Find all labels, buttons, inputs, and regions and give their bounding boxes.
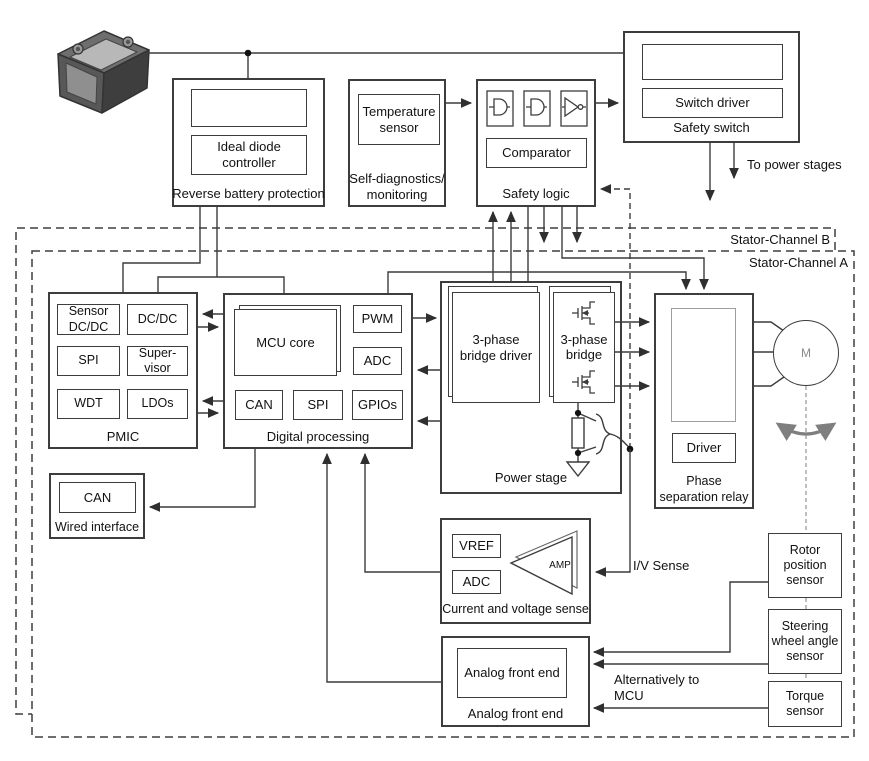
stator-channel-a-label: Stator-Channel A — [748, 255, 848, 270]
current-voltage-sense-label: Current and voltage sense — [442, 602, 589, 616]
iv-feedback-dashed-wire — [599, 184, 631, 449]
rotor-position-sensor-box: Rotor position sensor — [768, 533, 842, 598]
amp-label: AMP — [549, 560, 571, 571]
analog-front-end-label: Analog front end — [467, 706, 564, 721]
safety-logic-label: Safety logic — [502, 186, 570, 201]
safety-switch-empty-box — [642, 44, 783, 80]
temperature-sensor-box: Temperature sensor — [358, 94, 440, 145]
amplifier-triangle-icon — [509, 530, 578, 596]
car-battery-icon — [57, 30, 150, 114]
rotation-arrows-icon — [775, 422, 837, 441]
gpios-box: GPIOs — [352, 390, 403, 420]
resistor-icon — [571, 417, 585, 449]
rbp-output-wires — [122, 207, 285, 293]
safety-switch-block — [623, 31, 800, 143]
can-box: CAN — [235, 390, 283, 420]
digital-processing-block — [223, 293, 413, 449]
shunt-top-dot — [574, 409, 582, 417]
analog-front-end-block — [441, 636, 590, 727]
safety-switch-label: Safety switch — [673, 120, 750, 135]
ideal-diode-controller-box: Ideal diode controller — [191, 135, 307, 175]
bridge-label: 3-phase bridge — [560, 331, 608, 363]
analog-front-end-inner-box: Analog front end — [457, 648, 567, 698]
stator-channel-b-label: Stator-Channel B — [730, 232, 830, 247]
digital-power-wires — [413, 313, 441, 426]
cvs-adc-box: ADC — [452, 570, 501, 594]
shunt-sense-network — [565, 403, 631, 478]
pmic-dcdc-box: DC/DC — [127, 304, 188, 335]
safety-logic-power-wires — [387, 207, 709, 293]
wired-can-box: CAN — [59, 482, 136, 513]
digital-processing-label: Digital processing — [266, 429, 370, 444]
power-stage-label: Power stage — [494, 470, 568, 485]
self-diagnostics-block — [348, 79, 446, 207]
vref-box: VREF — [452, 534, 501, 558]
stator-channel-b-boundary — [15, 227, 836, 715]
relay-contact-box — [671, 308, 736, 422]
bus-junction-dot — [244, 49, 252, 57]
mcu-core-box: MCU core — [234, 309, 337, 376]
pmic-block — [48, 292, 198, 449]
sensor-wires — [592, 581, 768, 713]
to-power-stages-label: To power stages — [747, 157, 842, 172]
spi-box: SPI — [293, 390, 343, 420]
rbp-empty-box — [191, 89, 307, 127]
and-gate-icon — [523, 90, 551, 127]
mcu-peripheral-wires — [148, 449, 441, 683]
pmic-wdt-box: WDT — [57, 389, 120, 419]
wired-interface-label: Wired interface — [54, 520, 140, 534]
pmic-ldos-box: LDOs — [127, 389, 188, 419]
relay-driver-box: Driver — [672, 433, 736, 463]
pmic-supervisor-box: Super- visor — [127, 346, 188, 376]
top-signal-wires — [446, 98, 739, 202]
bridge-driver-box: 3-phase bridge driver — [452, 292, 540, 403]
ground-icon — [565, 461, 591, 478]
pmic-label: PMIC — [106, 429, 140, 444]
self-diagnostics-label: Self-diagnostics/ monitoring — [349, 171, 445, 203]
mosfet-icon — [572, 370, 595, 394]
pwm-box: PWM — [353, 305, 402, 333]
mosfet-icon — [572, 301, 595, 325]
safety-logic-gates — [486, 90, 588, 127]
and-gate-icon — [486, 90, 514, 127]
torque-sensor-box: Torque sensor — [768, 681, 842, 727]
adc-box: ADC — [353, 347, 402, 375]
phase-separation-relay-block — [654, 293, 754, 509]
rbp-label: Reverse battery protection — [172, 186, 325, 201]
phase-separation-relay-label: Phase separation relay — [659, 474, 749, 504]
power-stage-block — [440, 281, 622, 494]
reverse-battery-protection-block — [172, 78, 325, 207]
comparator-box: Comparator — [486, 138, 587, 168]
current-voltage-sense-block — [440, 518, 591, 624]
pmic-sensor-dcdc-box: Sensor DC/DC — [57, 304, 120, 335]
steering-wheel-angle-sensor-box: Steering wheel angle sensor — [768, 609, 842, 674]
pmic-digital-wires — [198, 309, 223, 418]
shunt-bottom-dot — [574, 449, 582, 457]
pmic-spi-box: SPI — [57, 346, 120, 376]
wired-interface-block — [49, 473, 145, 539]
alternatively-to-mcu-label: Alternatively to MCU — [614, 672, 700, 704]
battery-bus-wire — [146, 52, 623, 78]
safety-logic-block — [476, 79, 596, 207]
motor-icon: M — [773, 320, 839, 386]
iv-sense-wire — [594, 449, 631, 577]
stator-channel-a-boundary — [31, 250, 855, 738]
bridge-box: 3-phase bridge — [553, 292, 615, 403]
iv-sense-label: I/V Sense — [633, 558, 690, 573]
switch-driver-box: Switch driver — [642, 88, 783, 118]
